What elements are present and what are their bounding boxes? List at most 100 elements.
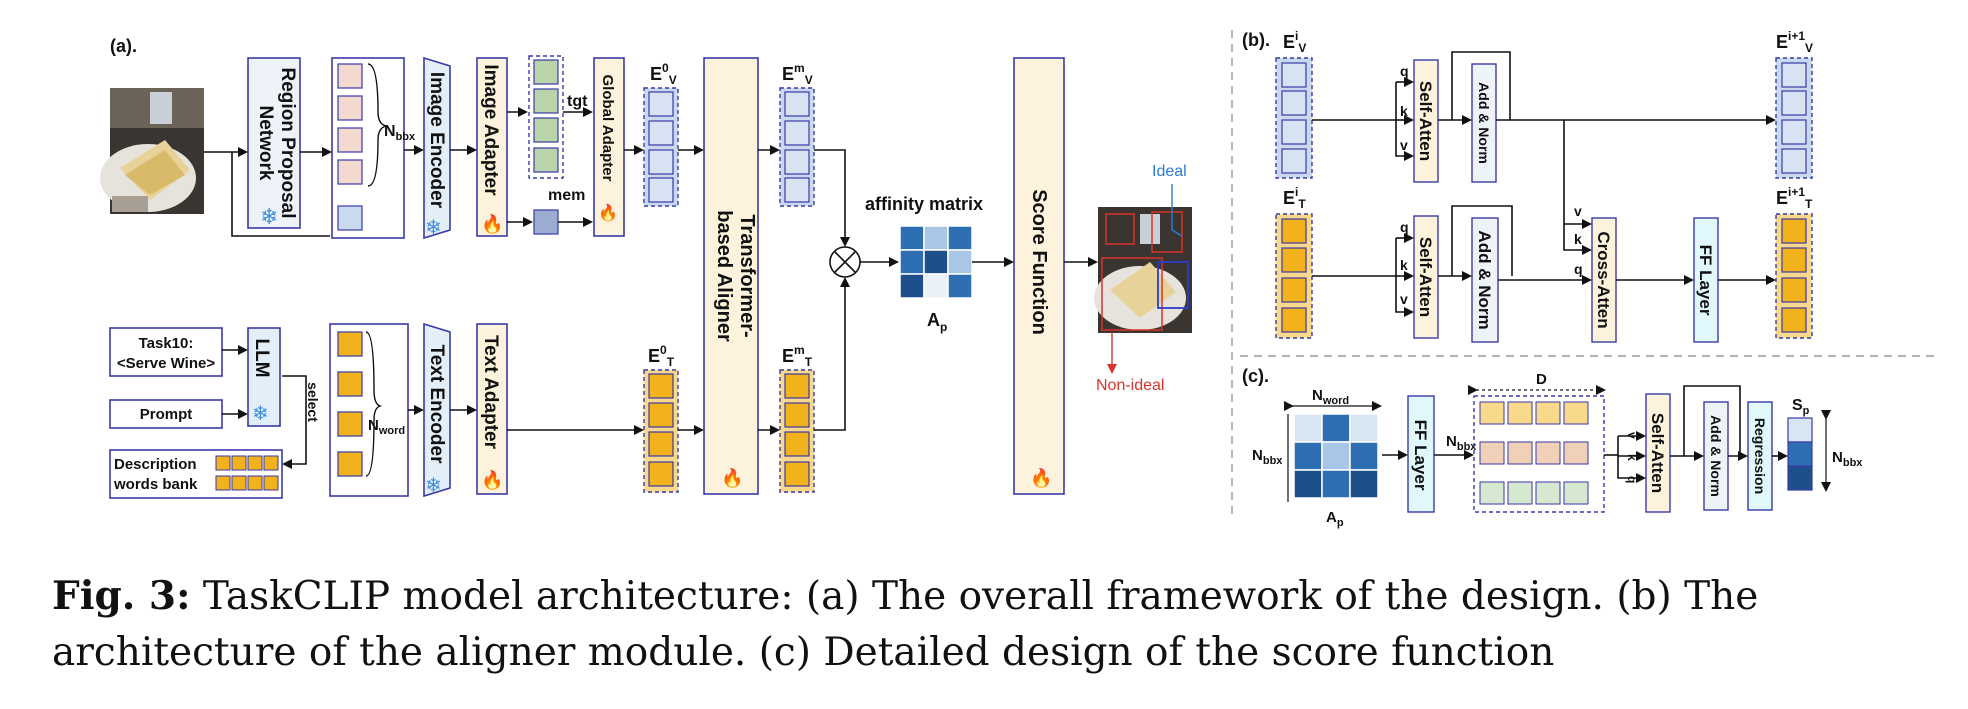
input-image	[100, 88, 204, 214]
self-atten-b1	[1413, 59, 1439, 183]
score-function-label: Score Function	[1028, 189, 1050, 335]
eit-label: EiT	[1283, 185, 1306, 211]
task-label-1: Task10:	[139, 335, 194, 352]
prompt-label: Prompt	[140, 406, 193, 423]
output-image	[1094, 207, 1192, 333]
add-norm-b1	[1471, 63, 1497, 183]
q-label: q	[1400, 63, 1409, 79]
region-token-group	[331, 57, 405, 239]
self-atten-b2	[1413, 215, 1439, 339]
tgt-token	[533, 88, 559, 114]
add-norm-c-label: Add & Norm	[1708, 415, 1724, 497]
add-norm-b2	[1471, 217, 1499, 343]
global-adapter-box	[593, 57, 625, 237]
tgt-token-group	[528, 55, 564, 179]
v-label: v	[1574, 203, 1582, 219]
q-label: q	[1400, 219, 1409, 235]
mem-label: mem	[548, 187, 585, 204]
figure-number: Fig. 3:	[52, 573, 191, 619]
ff-layer-b-label: FF Layer	[1696, 245, 1715, 316]
ei1t-label: Ei+1T	[1776, 185, 1813, 211]
snowflake-icon: ❄	[425, 215, 442, 239]
tgt-token	[533, 147, 559, 173]
desc-bank-label-1: Description	[114, 456, 197, 473]
sp-n-bbx-label: Nbbx	[1832, 449, 1863, 469]
flame-icon: 🔥	[598, 203, 618, 222]
select-label: select	[305, 382, 321, 422]
affinity-matrix	[899, 225, 973, 299]
cross-atten-b	[1591, 217, 1617, 343]
aligner-box	[703, 57, 759, 495]
cross-atten-b-label: Cross-Atten	[1594, 231, 1613, 328]
ff-layer-c	[1407, 395, 1435, 513]
add-norm-b1-label: Add & Norm	[1476, 82, 1492, 164]
snowflake-icon: ❄	[252, 401, 269, 425]
aligner-label-2: based Aligner	[713, 210, 735, 342]
prompt-box	[109, 399, 223, 429]
region-token	[337, 95, 363, 121]
aligner-label-1: Transformer-	[736, 214, 758, 337]
e0v-label: E0V	[650, 61, 677, 87]
panel-c-arrows	[1382, 385, 1788, 483]
c-k-label: k	[1625, 454, 1639, 461]
tgt-token	[533, 117, 559, 143]
llm-box	[247, 327, 281, 427]
architecture-diagram: (a). Region Proposal Network ❄ Nbbx Imag…	[100, 29, 1940, 529]
task-box	[109, 327, 223, 377]
ei1v-label: Ei+1V	[1776, 29, 1813, 55]
e0t-label: E0T	[648, 343, 675, 369]
flame-icon: 🔥	[481, 469, 503, 491]
eiv-label: EiV	[1283, 29, 1306, 55]
region-token	[337, 127, 363, 153]
flame-icon: 🔥	[481, 213, 503, 235]
panel-a-arrows	[204, 107, 1098, 469]
q-label: q	[1574, 261, 1583, 277]
ff-layer-c-label: FF Layer	[1411, 420, 1430, 491]
figure-caption: Fig. 3: TaskCLIP model architecture: (a)…	[52, 568, 1932, 681]
task-label-2: <Serve Wine>	[117, 355, 215, 372]
d-label: D	[1536, 371, 1547, 388]
self-atten-c	[1645, 393, 1671, 513]
mem-token	[533, 209, 559, 235]
panel-c-tag: (c).	[1242, 366, 1269, 386]
llm-label: LLM	[251, 338, 272, 377]
rpn-label-1: Region Proposal	[277, 68, 298, 219]
image-adapter-box	[476, 57, 508, 237]
region-token	[337, 63, 363, 89]
k-label: k	[1400, 103, 1408, 119]
image-adapter-label: Image Adapter	[480, 64, 501, 196]
add-norm-b2-label: Add & Norm	[1475, 230, 1494, 329]
snowflake-icon: ❄	[425, 473, 442, 497]
c-q-label: q	[1625, 476, 1639, 483]
text-adapter-box	[476, 323, 508, 495]
sp-label: Sp	[1792, 397, 1810, 417]
self-atten-c-label: Self-Atten	[1648, 413, 1667, 493]
regression-c-label: Regression	[1752, 418, 1768, 494]
rpn-box	[247, 57, 301, 229]
desc-bank-label-2: words bank	[113, 476, 198, 493]
score-function-box	[1013, 57, 1065, 495]
ap-label: Ap	[927, 310, 947, 334]
c-affinity-matrix	[1293, 413, 1379, 499]
panel-a-tag: (a).	[110, 36, 137, 56]
global-region-token	[337, 205, 363, 231]
emt-label: EmT	[782, 343, 813, 369]
nonideal-label: Non-ideal	[1096, 377, 1164, 394]
flame-icon: 🔥	[1030, 467, 1052, 489]
k-label: k	[1400, 257, 1408, 273]
flame-icon: 🔥	[721, 467, 743, 489]
text-adapter-label: Text Adapter	[480, 335, 501, 450]
text-encoder-box	[423, 322, 451, 498]
add-norm-c	[1703, 401, 1729, 511]
affinity-matrix-label: affinity matrix	[865, 194, 983, 214]
snowflake-icon: ❄	[260, 205, 278, 230]
v-label: v	[1400, 291, 1408, 307]
sp-output	[1787, 417, 1813, 491]
self-atten-b2-label: Self-Atten	[1416, 237, 1435, 317]
ideal-label: Ideal	[1152, 163, 1187, 180]
v-label: v	[1400, 137, 1408, 153]
tgt-label: tgt	[567, 93, 588, 110]
n-word-label: Nword	[368, 417, 405, 437]
image-encoder-label: Image Encoder	[426, 72, 447, 209]
c-n-bbx-label-2: Nbbx	[1446, 433, 1477, 453]
